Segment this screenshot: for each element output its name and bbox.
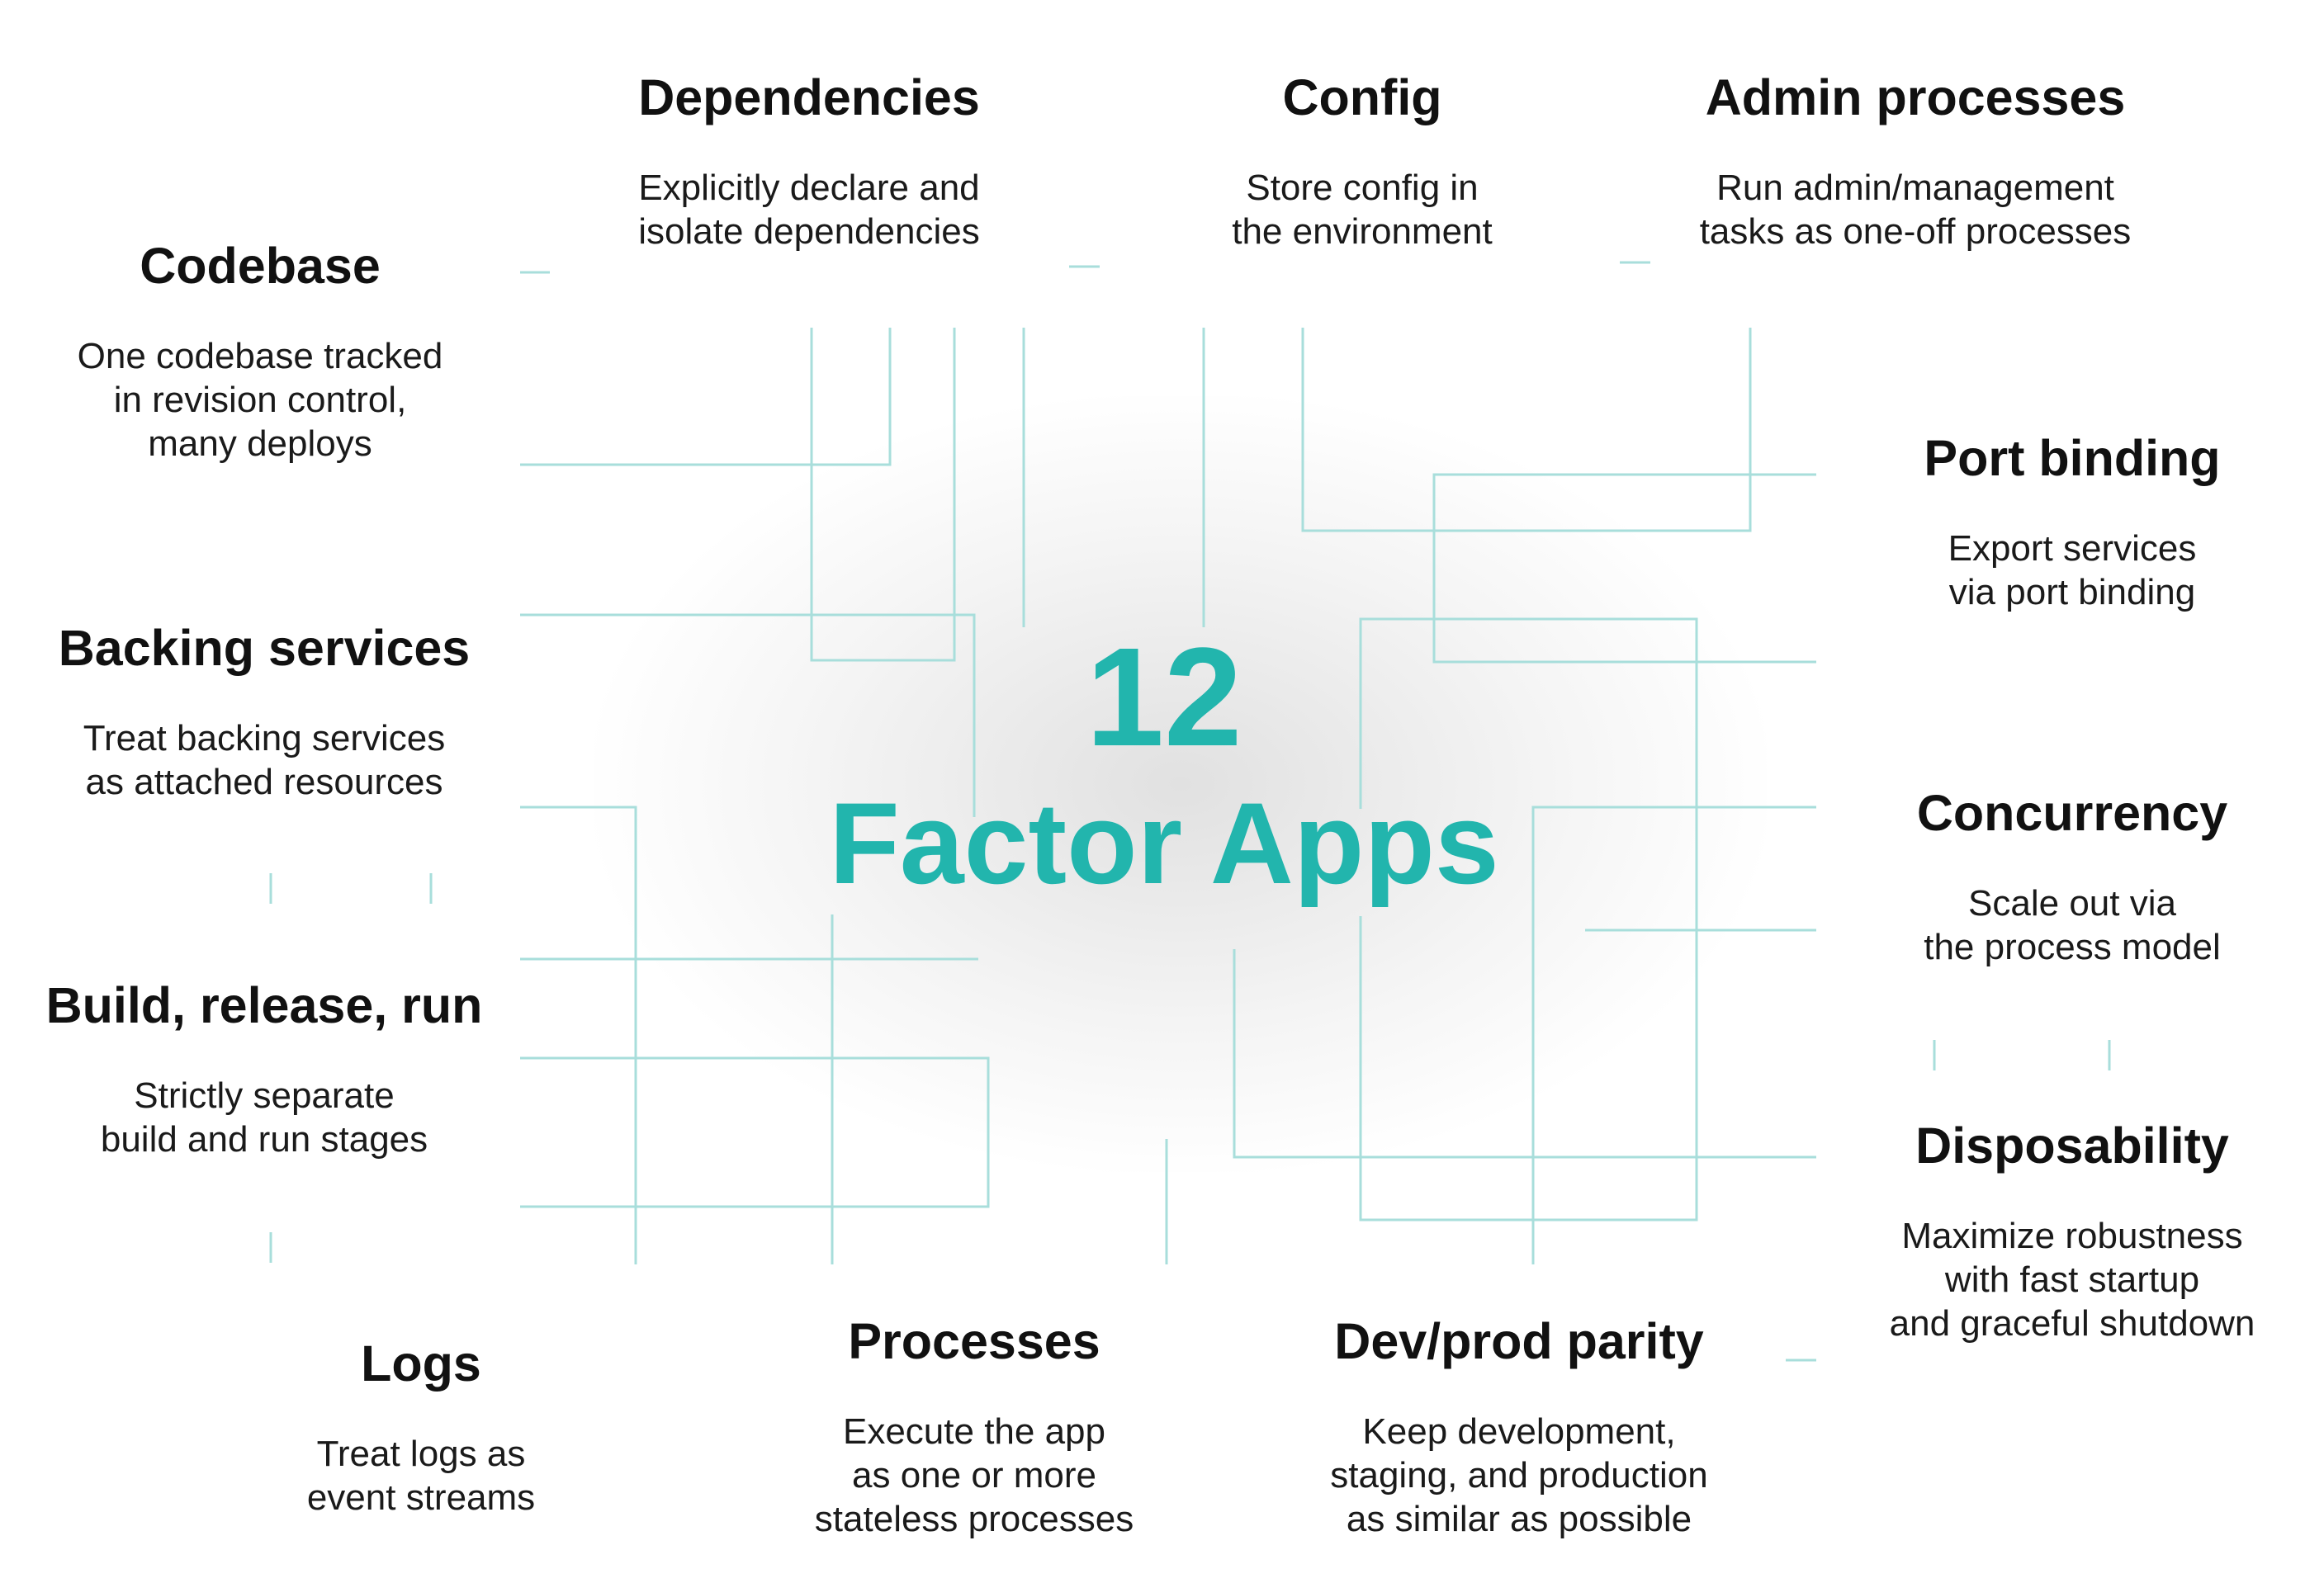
factor-logs: Logs Treat logs as event streams (248, 1339, 594, 1519)
center-title: 12 Factor Apps (743, 627, 1585, 901)
factor-processes: Processes Execute the app as one or more… (760, 1316, 1189, 1541)
factor-disposability: Disposability Maximize robustness with f… (1833, 1121, 2312, 1345)
factor-description: One codebase tracked in revision control… (77, 336, 443, 464)
factor-codebase: Codebase One codebase tracked in revisio… (45, 241, 475, 465)
factor-dev-prod-parity: Dev/prod parity Keep development, stagin… (1288, 1316, 1750, 1541)
factor-title: Disposability (1915, 1118, 2229, 1174)
factor-description: Maximize robustness with fast startup an… (1889, 1216, 2255, 1344)
factor-description: Execute the app as one or more stateless… (814, 1411, 1134, 1539)
center-label: Factor Apps (829, 778, 1499, 908)
factor-description: Scale out via the process model (1924, 883, 2221, 967)
factor-description: Run admin/management tasks as one-off pr… (1699, 168, 2132, 252)
factor-description: Store config in the environment (1232, 168, 1493, 252)
factor-port-binding: Port binding Export services via port bi… (1858, 433, 2287, 614)
connector-line (1301, 328, 1752, 532)
factor-title: Build, release, run (45, 977, 483, 1033)
factor-backing-services: Backing services Treat backing services … (37, 623, 491, 804)
factor-title: Port binding (1924, 430, 2221, 486)
connector-line (1531, 806, 1816, 1264)
factor-description: Explicitly declare and isolate dependenc… (638, 168, 980, 252)
center-number: 12 (1086, 619, 1242, 776)
factor-dependencies: Dependencies Explicitly declare and isol… (570, 73, 1048, 253)
connector-line (520, 806, 637, 1264)
factor-admin-processes: Admin processes Run admin/management tas… (1651, 73, 2180, 253)
factor-title: Config (1282, 69, 1442, 125)
factor-description: Treat backing services as attached resou… (83, 718, 446, 802)
factor-title: Backing services (58, 620, 471, 676)
center-glow (594, 396, 1767, 1172)
factor-title: Codebase (140, 238, 381, 294)
factor-description: Keep development, staging, and productio… (1330, 1411, 1708, 1539)
connector-line (1359, 617, 1698, 1222)
factor-title: Admin processes (1705, 69, 2126, 125)
factor-title: Logs (361, 1335, 481, 1392)
factor-description: Strictly separate build and run stages (100, 1075, 428, 1160)
factor-description: Treat logs as event streams (306, 1434, 536, 1518)
factor-build-release-run: Build, release, run Strictly separate bu… (33, 981, 495, 1161)
factor-config: Config Store config in the environment (1156, 73, 1569, 253)
connector-line (1233, 949, 1816, 1159)
factor-description: Export services via port binding (1948, 528, 2197, 612)
factor-title: Dependencies (638, 69, 980, 125)
factor-concurrency: Concurrency Scale out via the process mo… (1858, 788, 2287, 969)
factor-title: Dev/prod parity (1334, 1313, 1704, 1369)
connector-line (1432, 473, 1816, 664)
connector-line (520, 613, 976, 817)
connector-line (810, 328, 956, 662)
factor-title: Concurrency (1916, 785, 2228, 841)
connector-line (520, 328, 892, 466)
connector-line (520, 1056, 990, 1208)
factor-title: Processes (848, 1313, 1100, 1369)
